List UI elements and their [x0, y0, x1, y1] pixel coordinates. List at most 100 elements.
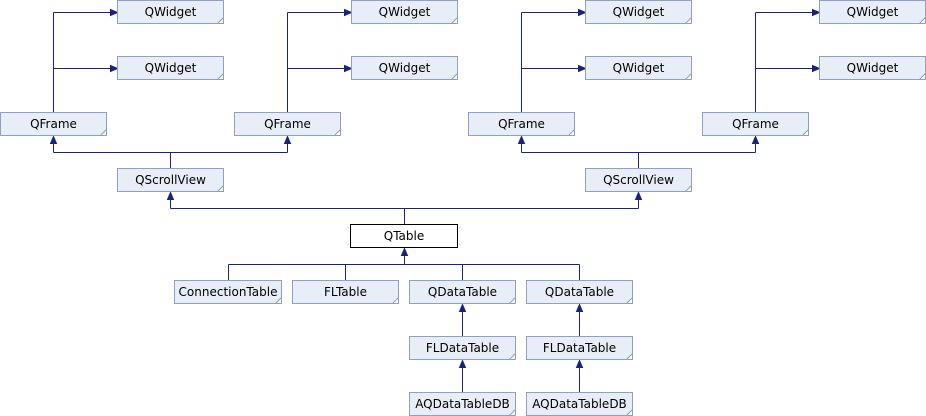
node-box — [174, 280, 282, 304]
arrowhead-right — [344, 8, 353, 17]
arrowhead-up — [751, 135, 760, 144]
class-node-aqdatatabledb-l[interactable]: AQDataTableDB — [409, 392, 516, 416]
class-node-qdatatable-r[interactable]: QDataTable — [526, 280, 633, 304]
node-label: QWidget — [847, 61, 899, 75]
arrowhead-up — [166, 191, 175, 200]
node-fold-corner — [450, 72, 458, 80]
class-node-qw-a2[interactable]: QWidget — [117, 56, 224, 80]
arrowhead-right — [578, 64, 587, 73]
class-node-qw-b1[interactable]: QWidget — [351, 0, 458, 24]
node-box — [292, 280, 399, 304]
node-fold-corner — [274, 296, 282, 304]
node-label: QWidget — [145, 5, 197, 19]
node-fold-corner — [625, 296, 633, 304]
node-box — [409, 280, 516, 304]
class-node-qw-c1[interactable]: QWidget — [585, 0, 692, 24]
arrowhead-right — [578, 8, 587, 17]
class-node-qframe-c[interactable]: QFrame — [468, 112, 575, 136]
node-box — [409, 336, 516, 360]
class-node-qframe-d[interactable]: QFrame — [702, 112, 809, 136]
class-node-qscroll-l[interactable]: QScrollView — [117, 168, 224, 192]
class-node-fl-table[interactable]: FLTable — [292, 280, 399, 304]
node-box — [351, 0, 458, 24]
node-box — [117, 56, 224, 80]
class-node-qtable[interactable]: QTable — [350, 224, 458, 248]
node-fold-corner — [801, 128, 809, 136]
node-label: QDataTable — [545, 285, 614, 299]
arrowhead-right — [812, 64, 821, 73]
node-fold-corner — [508, 352, 516, 360]
node-box — [585, 168, 692, 192]
class-node-aqdatatabledb-r[interactable]: AQDataTableDB — [526, 392, 633, 416]
node-box — [350, 224, 458, 248]
node-label: ConnectionTable — [179, 285, 278, 299]
class-node-qw-c2[interactable]: QWidget — [585, 56, 692, 80]
arrowhead-right — [110, 8, 119, 17]
node-fold-corner — [216, 72, 224, 80]
node-label: QScrollView — [135, 173, 206, 187]
class-node-qdatatable-l[interactable]: QDataTable — [409, 280, 516, 304]
node-label: FLTable — [324, 285, 367, 299]
node-label: QFrame — [264, 117, 311, 131]
node-fold-corner — [684, 72, 692, 80]
node-box — [117, 0, 224, 24]
node-label: AQDataTableDB — [532, 397, 627, 411]
node-fold-corner — [333, 128, 341, 136]
node-fold-corner — [391, 296, 399, 304]
class-node-fldatatable-l[interactable]: FLDataTable — [409, 336, 516, 360]
node-box — [117, 168, 224, 192]
class-node-connection-table[interactable]: ConnectionTable — [174, 280, 282, 304]
node-label: AQDataTableDB — [415, 397, 510, 411]
class-node-fldatatable-r[interactable]: FLDataTable — [526, 336, 633, 360]
node-box — [234, 112, 341, 136]
node-label: QScrollView — [603, 173, 674, 187]
class-node-qw-d1[interactable]: QWidget — [819, 0, 926, 24]
node-label: QFrame — [30, 117, 77, 131]
node-box — [526, 280, 633, 304]
arrowhead-right — [344, 64, 353, 73]
node-box — [351, 56, 458, 80]
node-label: FLDataTable — [426, 341, 499, 355]
node-fold-corner — [99, 128, 107, 136]
arrowhead-up — [49, 135, 58, 144]
class-node-qw-d2[interactable]: QWidget — [819, 56, 926, 80]
node-label: QWidget — [613, 61, 665, 75]
node-label: QWidget — [145, 61, 197, 75]
node-label: QTable — [384, 229, 424, 243]
node-box — [0, 112, 107, 136]
class-node-qframe-a[interactable]: QFrame — [0, 112, 107, 136]
arrowhead-up — [634, 191, 643, 200]
arrowhead-up — [575, 359, 584, 368]
node-label: FLDataTable — [543, 341, 616, 355]
node-fold-corner — [216, 184, 224, 192]
arrowhead-up — [400, 247, 409, 256]
node-label: QFrame — [498, 117, 545, 131]
node-box — [702, 112, 809, 136]
node-label: QWidget — [613, 5, 665, 19]
inheritance-edges — [49, 8, 821, 393]
node-fold-corner — [508, 296, 516, 304]
node-box — [526, 336, 633, 360]
node-fold-corner — [684, 184, 692, 192]
arrowhead-up — [517, 135, 526, 144]
node-box — [585, 56, 692, 80]
node-box — [585, 0, 692, 24]
node-label: QFrame — [732, 117, 779, 131]
node-box — [468, 112, 575, 136]
class-node-qframe-b[interactable]: QFrame — [234, 112, 341, 136]
node-label: QWidget — [379, 5, 431, 19]
arrowhead-up — [458, 303, 467, 312]
arrowhead-up — [283, 135, 292, 144]
node-fold-corner — [216, 16, 224, 24]
arrowhead-up — [575, 303, 584, 312]
class-node-qw-a1[interactable]: QWidget — [117, 0, 224, 24]
node-fold-corner — [684, 16, 692, 24]
arrowhead-up — [458, 359, 467, 368]
node-fold-corner — [625, 352, 633, 360]
arrowhead-right — [110, 64, 119, 73]
class-node-qw-b2[interactable]: QWidget — [351, 56, 458, 80]
class-node-qscroll-r[interactable]: QScrollView — [585, 168, 692, 192]
arrowhead-right — [812, 8, 821, 17]
